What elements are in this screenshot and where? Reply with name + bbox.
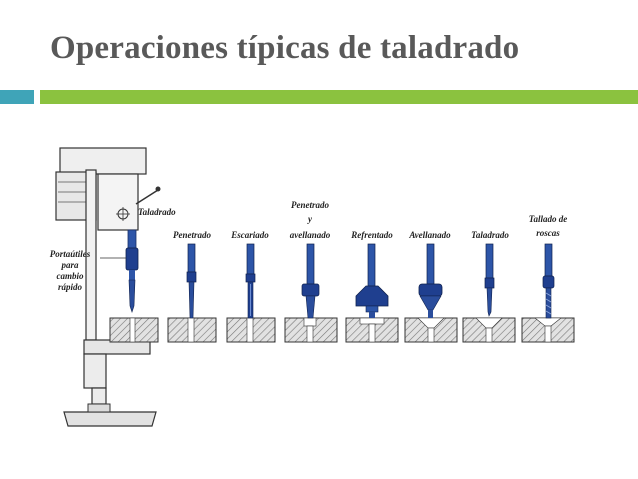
operation-label: Penetrado [291,200,329,210]
feed-handle [135,189,159,205]
holder-label: Portaútiles para cambio rápido [50,249,91,292]
drill-head [97,173,139,231]
motor-housing [59,147,147,175]
slide-title: Operaciones típicas de taladrado [50,30,520,66]
tool-escariado [245,243,256,319]
operation-label: Taladrado [471,230,509,240]
tool-avellanado [418,243,443,318]
quick-change-holder [125,247,139,271]
accent-bar-green [40,90,638,104]
holder-label-line: cambio [57,271,84,281]
drill-press [55,147,161,427]
workpieces [109,317,575,343]
operation-label: roscas [536,228,560,238]
tools [186,243,555,319]
tool-penetrado [186,243,197,319]
operation-label: Taladrado [138,207,176,217]
tool-tallado-roscas [542,243,555,319]
tool-refrentado [355,243,389,318]
operation-label: y [307,214,313,224]
tool-taladrado [484,243,495,317]
operation-labels: Taladrado Penetrado Escariado Penetrado … [138,200,567,240]
operation-label: Escariado [230,230,269,240]
accent-bar-teal [0,90,34,104]
holder-label-line: rápido [58,282,83,292]
operation-label: avellanado [290,230,331,240]
tool-penetrado-avellanado [301,243,320,319]
operation-label: Avellanado [408,230,451,240]
holder-label-line: para [60,260,79,270]
operation-label: Penetrado [173,230,211,240]
operation-label: Refrentado [350,230,393,240]
operation-label: Tallado de [529,214,567,224]
base [63,411,157,427]
holder-label-line: Portaútiles [50,249,91,259]
